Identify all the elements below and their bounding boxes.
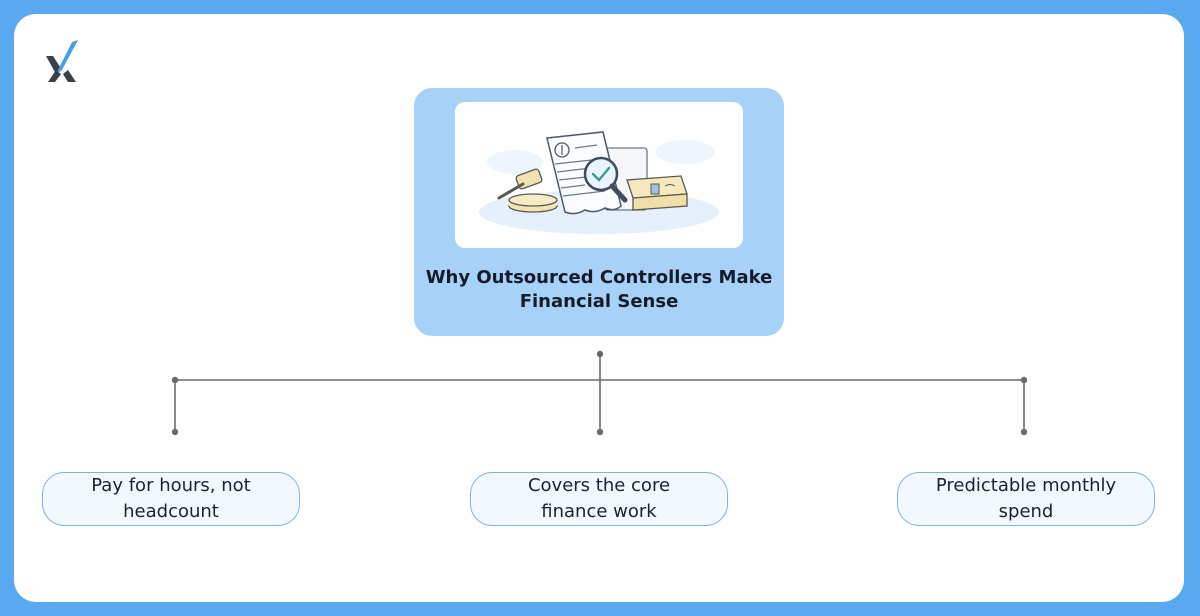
connector-dot-right-bottom [1020,428,1028,436]
leaf-node-core-work: Covers the core finance work [470,472,728,526]
leaf-node-monthly-spend: Predictable monthly spend [897,472,1155,526]
illustration-panel [455,102,743,248]
root-node: Why Outsourced Controllers Make Financia… [414,88,784,336]
connector-dot-right-top [1020,376,1028,384]
connector-dot-center-bottom [596,428,604,436]
connector-dot-root [596,350,604,358]
document-magnifier-illustration [479,131,719,234]
brand-logo-icon [46,40,78,82]
leaf-node-hours: Pay for hours, not headcount [42,472,300,526]
root-title: Why Outsourced Controllers Make Financia… [425,267,773,312]
leaf-label: Pay for hours, not headcount [91,475,251,522]
connector-dot-left-bottom [171,428,179,436]
leaf-label: Covers the core finance work [527,475,671,522]
leaf-label: Predictable monthly spend [935,475,1117,522]
diagram-canvas: Why Outsourced Controllers Make Financia… [14,14,1184,602]
connector-dot-left-top [171,376,179,384]
